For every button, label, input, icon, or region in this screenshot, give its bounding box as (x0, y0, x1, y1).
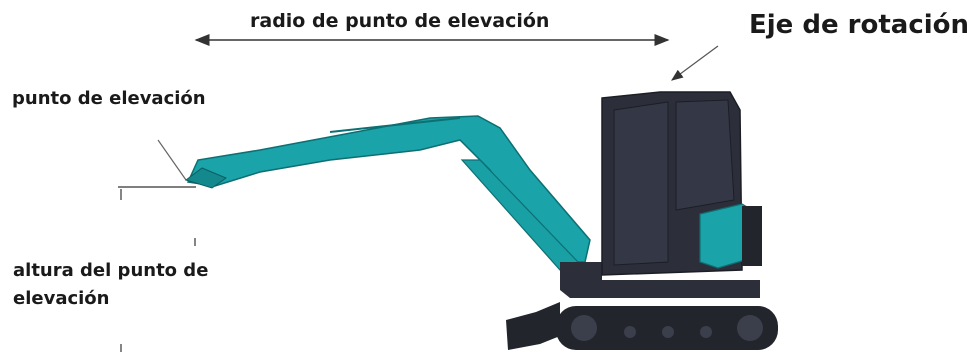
track-roller (571, 315, 597, 341)
track-roller (700, 326, 712, 338)
track-roller (624, 326, 636, 338)
upper-body (560, 262, 760, 298)
lifting-point-pointer (157, 139, 187, 181)
counterweight (742, 206, 762, 266)
lifting-point-label: punto de elevación (12, 88, 206, 109)
lifting-point-radius-label: radio de punto de elevación (250, 10, 550, 32)
track-roller (737, 315, 763, 341)
cab-window (613, 101, 669, 266)
excavator-arm (186, 115, 591, 263)
rotation-axis-label: Eje de rotación (749, 10, 967, 40)
dozer-blade (506, 302, 560, 350)
cab-window-rear (675, 99, 735, 211)
hydraulic-cylinder (329, 117, 461, 133)
lifting-point-height-label: altura del punto de elevación (13, 260, 209, 309)
bucket-tip (184, 167, 228, 189)
rotation-axis-pointer (671, 45, 719, 81)
excavator (184, 91, 778, 350)
track-roller (662, 326, 674, 338)
